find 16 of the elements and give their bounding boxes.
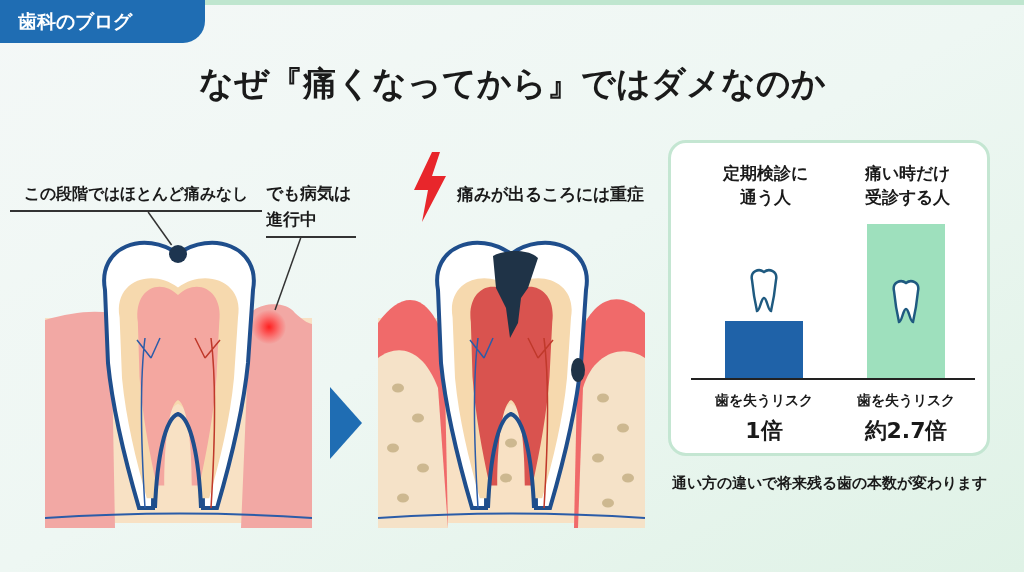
callout-text: 痛みが出るころには重症	[457, 183, 644, 206]
category-label: 痛い時だけ受診する人	[863, 162, 951, 209]
value-label: 約2.7倍	[863, 417, 949, 445]
cavity-spot	[169, 245, 187, 263]
leader-line	[274, 237, 302, 311]
callout-text: でも病気は進行中	[266, 180, 356, 238]
category-tag: 歯科のブログ	[0, 0, 205, 43]
value-label: 1倍	[744, 417, 784, 445]
leader-line	[147, 211, 173, 246]
note-text: 通い方の違いで将来残る歯の本数が変わります	[670, 473, 988, 494]
callout-text: この段階ではほとんど痛みなし	[10, 178, 262, 212]
chevron-arrow	[330, 387, 362, 459]
category-label: 定期検診に通う人	[721, 162, 809, 209]
axis-label: 歯を失うリスク	[714, 391, 814, 410]
page-title: なぜ『痛くなってから』ではダメなのか	[197, 62, 827, 105]
axis-label: 歯を失うリスク	[856, 391, 956, 410]
